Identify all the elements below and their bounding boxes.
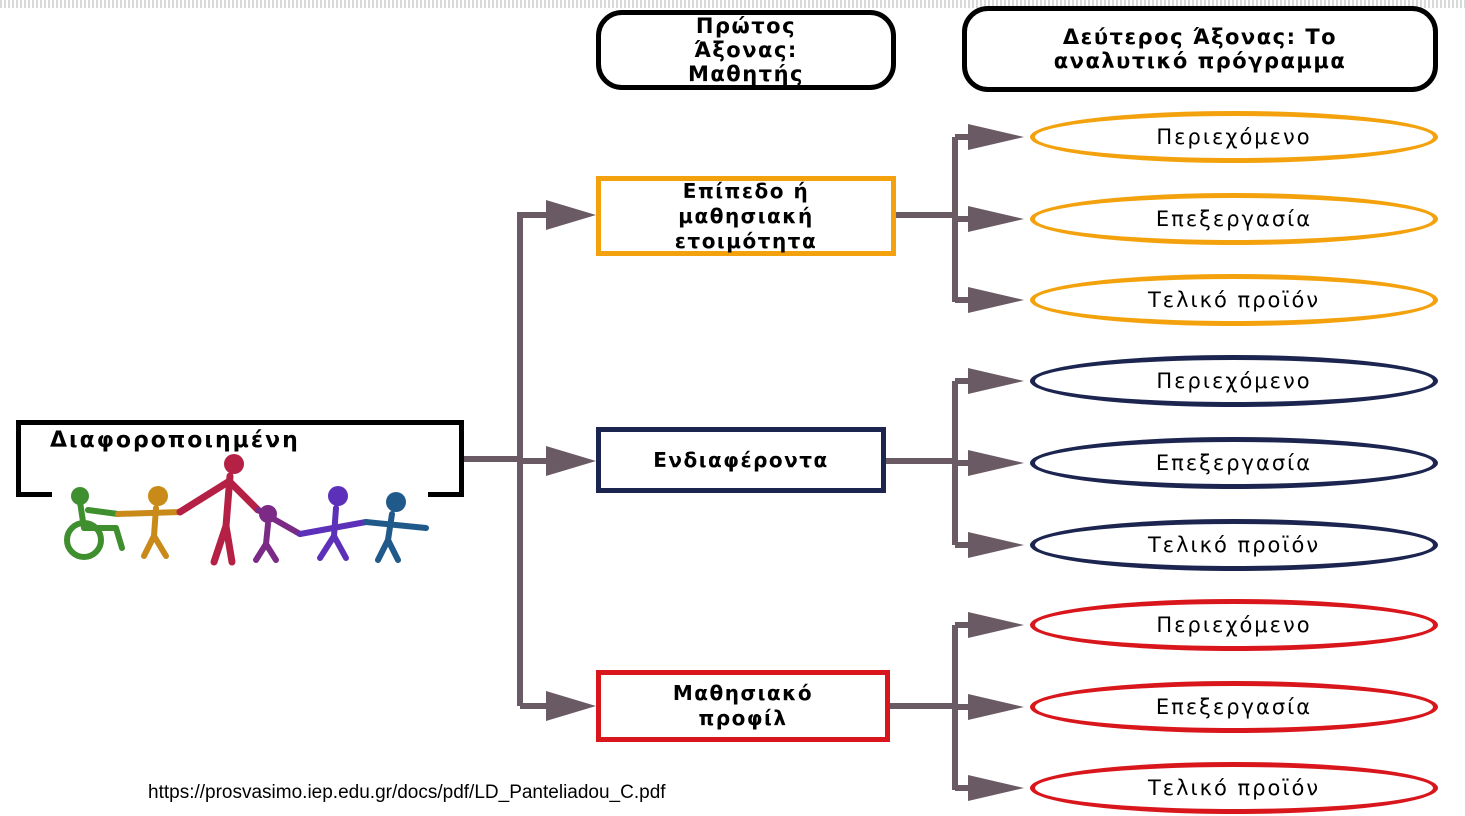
oval-readiness-content: Περιεχόμενο [1030, 111, 1438, 163]
oval-interests-process: Επεξεργασία [1030, 437, 1438, 489]
root-label: Διαφοροποιημένη [50, 428, 300, 453]
category-box-interests: Ενδιαφέροντα [596, 427, 886, 493]
oval-readiness-product: Τελικό προϊόν [1030, 274, 1438, 326]
family-group-icon [64, 454, 429, 566]
root-bracket [16, 420, 464, 497]
second-axis-header: Δεύτερος Άξονας: Το αναλυτικό πρόγραμμα [962, 6, 1438, 92]
oval-profile-process: Επεξεργασία [1030, 681, 1438, 733]
source-link[interactable]: https://prosvasimo.iep.edu.gr/docs/pdf/L… [148, 782, 666, 803]
top-border-strip [0, 0, 1465, 8]
first-axis-header: Πρώτος Άξονας: Μαθητής [596, 10, 896, 90]
oval-readiness-process: Επεξεργασία [1030, 193, 1438, 245]
category-box-learning-profile: Μαθησιακό προφίλ [596, 670, 890, 742]
oval-profile-content: Περιεχόμενο [1030, 599, 1438, 651]
oval-profile-product: Τελικό προϊόν [1030, 762, 1438, 814]
category-box-readiness: Επίπεδο ή μαθησιακή ετοιμότητα [596, 176, 896, 256]
oval-interests-content: Περιεχόμενο [1030, 355, 1438, 407]
oval-interests-product: Τελικό προϊόν [1030, 519, 1438, 571]
